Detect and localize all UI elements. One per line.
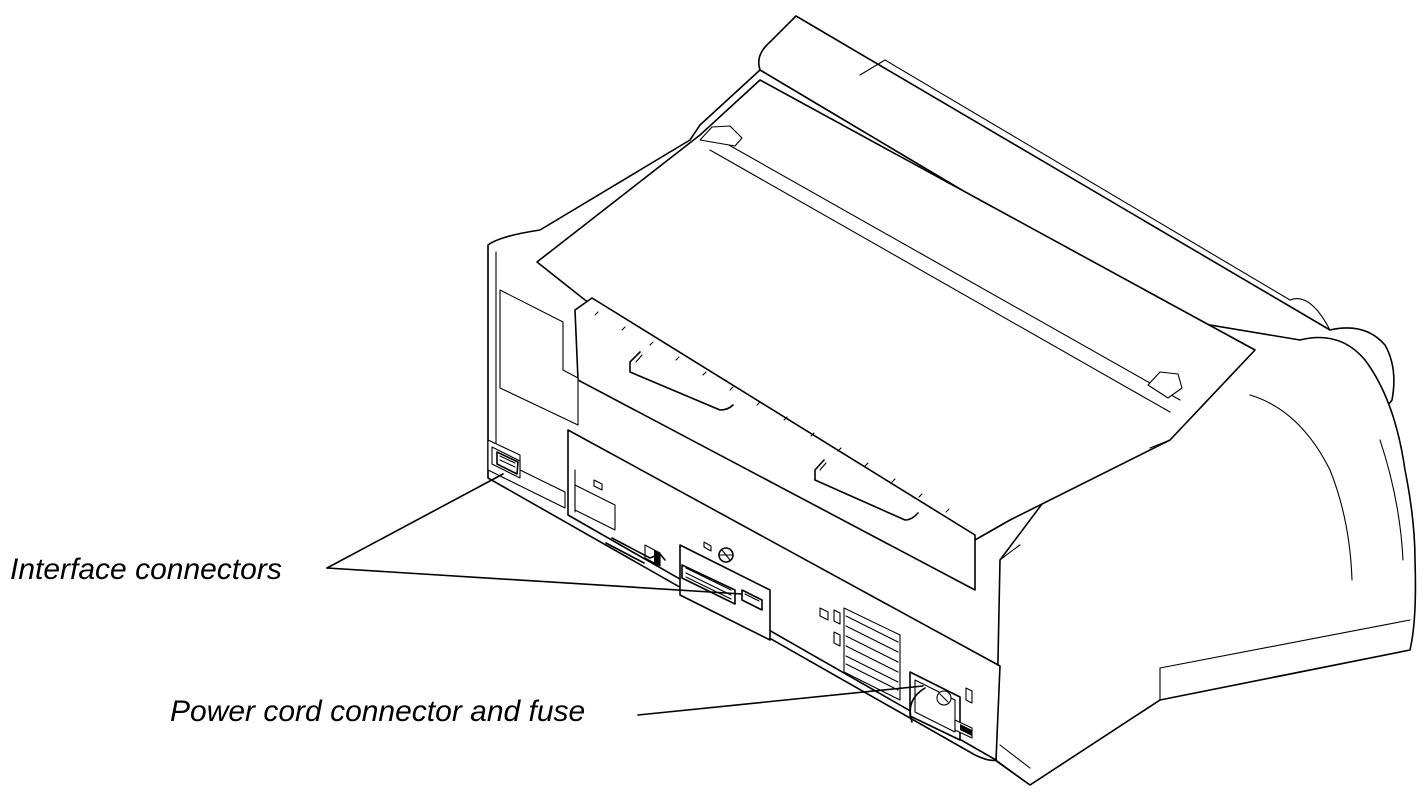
interface-leader-parallel	[326, 567, 743, 595]
callout-lines	[326, 473, 924, 716]
base-lip	[995, 699, 1161, 786]
printer-rear-top	[757, 15, 1395, 413]
label-plate	[499, 289, 579, 426]
rear-paper-panel	[574, 297, 976, 591]
vent-slots	[819, 607, 973, 704]
interface-connectors-label: Interface connectors	[10, 553, 282, 586]
interface-leader-serial	[326, 473, 504, 569]
power-connector-label: Power cord connector and fuse	[170, 695, 586, 728]
power-leader	[637, 685, 924, 716]
power-connector	[909, 671, 973, 741]
serial-connector	[487, 439, 566, 509]
